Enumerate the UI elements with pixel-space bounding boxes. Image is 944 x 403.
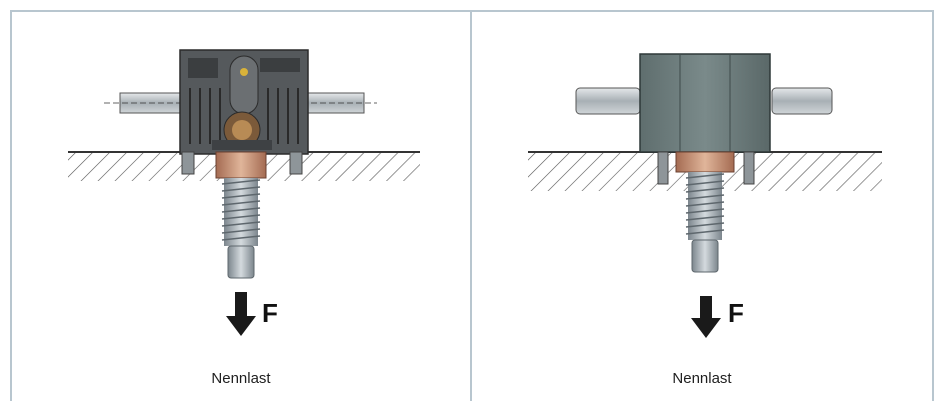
spring-right [685, 172, 725, 273]
caption-left: Nennlast [211, 370, 271, 387]
force-arrow-left [226, 292, 256, 336]
pin-right-r [771, 87, 833, 115]
flange-left [215, 151, 267, 179]
panel-left: F Nennlast [10, 10, 472, 401]
bolt-right-r [743, 151, 755, 185]
housing-right [639, 53, 771, 153]
left-illustration [68, 49, 420, 336]
caption-right: Nennlast [672, 370, 732, 387]
spring-left [221, 178, 261, 279]
pin-left-r [575, 87, 641, 115]
force-label-right: F [728, 298, 744, 328]
right-illustration [528, 53, 882, 338]
housing-left [179, 49, 309, 155]
panel-right: F Nennlast [470, 10, 934, 401]
flange-right [675, 151, 735, 173]
bolt-right [289, 151, 303, 175]
bolt-left-r [657, 151, 669, 185]
force-arrow-right [691, 296, 721, 338]
bolt-left [181, 151, 195, 175]
force-label-left: F [262, 298, 278, 328]
